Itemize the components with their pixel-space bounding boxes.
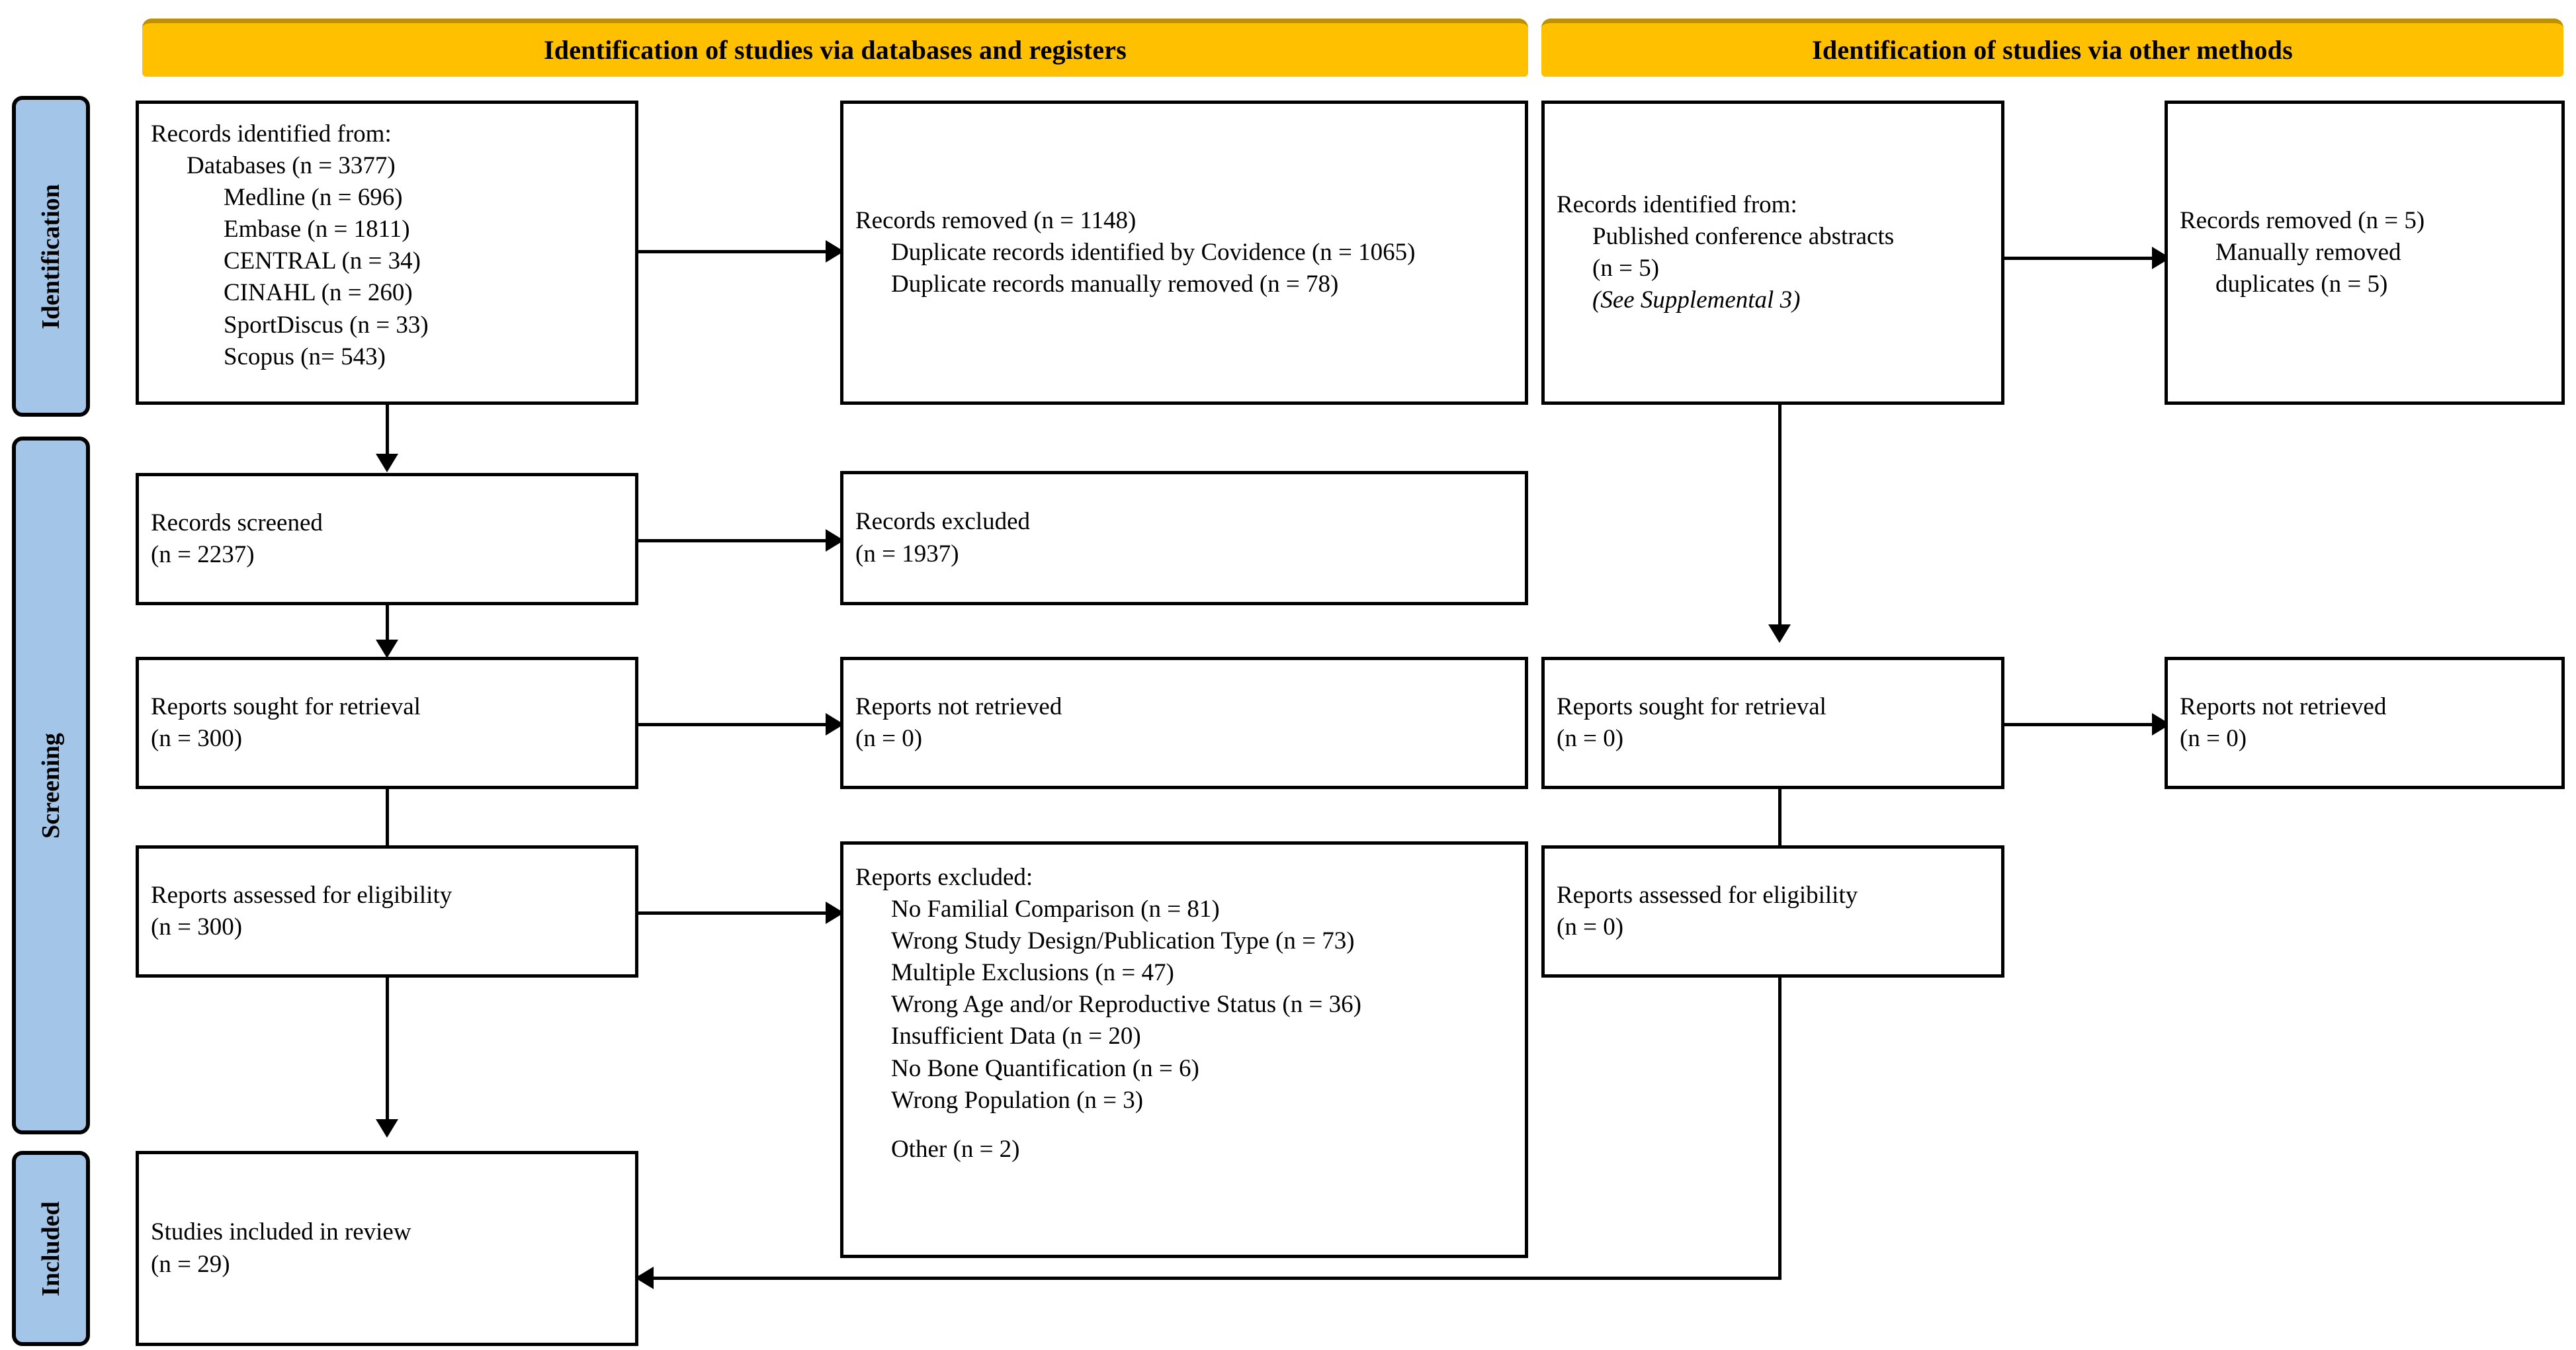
connector-assessed-to-reports-excluded <box>638 911 837 915</box>
records-excluded-title: Records excluded <box>855 508 1031 536</box>
connector-other-assessed-left <box>652 1277 1782 1280</box>
connector-identified-to-removed <box>638 250 837 253</box>
records-identified-source: Embase (n = 1811) <box>224 216 410 243</box>
connector-identified-to-screened <box>386 405 389 459</box>
reports-excluded-title: Reports excluded: <box>855 864 1033 891</box>
banner-databases-and-registers: Identification of studies via databases … <box>142 19 1528 77</box>
connector-other-sought-to-not-retrieved <box>2004 723 2163 726</box>
banner-databases-label: Identification of studies via databases … <box>543 35 1127 65</box>
arrowhead-screened-to-sought <box>376 640 398 658</box>
box-reports-sought: Reports sought for retrieval (n = 300) <box>136 657 638 789</box>
records-screened-title: Records screened <box>151 509 323 536</box>
reports-not-retrieved-count: (n = 0) <box>855 725 923 752</box>
records-identified-source: Scopus (n= 543) <box>224 343 386 370</box>
reports-excluded-reason: Multiple Exclusions (n = 47) <box>891 959 1174 987</box>
reports-excluded-reason: Wrong Population (n = 3) <box>891 1086 1144 1114</box>
box-reports-not-retrieved: Reports not retrieved (n = 0) <box>840 657 1528 789</box>
other-records-identified-note: (See Supplemental 3) <box>1592 286 1801 314</box>
box-records-excluded: Records excluded (n = 1937) <box>840 471 1528 605</box>
records-identified-source: Medline (n = 696) <box>224 184 403 212</box>
other-reports-assessed-count: (n = 0) <box>1557 913 1624 941</box>
box-records-identified: Records identified from: Databases (n = … <box>136 101 638 405</box>
stage-label-included: Included <box>12 1151 90 1346</box>
connector-assessed-to-included <box>386 978 389 1124</box>
records-excluded-count: (n = 1937) <box>855 540 959 568</box>
other-records-removed-title: Records removed (n = 5) <box>2180 206 2425 234</box>
studies-included-count: (n = 29) <box>151 1250 230 1278</box>
arrowhead-other-identified-to-sought <box>1768 624 1791 643</box>
stage-label-identification: Identification <box>12 96 90 417</box>
studies-included-title: Studies included in review <box>151 1218 411 1246</box>
records-removed-item: Duplicate records manually removed (n = … <box>891 271 1339 298</box>
records-identified-title: Records identified from: <box>151 120 392 148</box>
connector-other-sought-to-assessed <box>1778 789 1782 851</box>
reports-sought-count: (n = 300) <box>151 725 243 752</box>
reports-assessed-title: Reports assessed for eligibility <box>151 881 452 909</box>
other-reports-not-retrieved-count: (n = 0) <box>2180 725 2247 752</box>
box-other-reports-assessed: Reports assessed for eligibility (n = 0) <box>1541 845 2004 978</box>
records-identified-source: SportDiscus (n = 33) <box>224 311 429 339</box>
box-records-removed: Records removed (n = 1148) Duplicate rec… <box>840 101 1528 405</box>
box-studies-included: Studies included in review (n = 29) <box>136 1151 638 1346</box>
reports-assessed-count: (n = 300) <box>151 913 243 941</box>
banner-other-methods-label: Identification of studies via other meth… <box>1812 35 2293 65</box>
arrowhead-identified-to-screened <box>376 454 398 472</box>
connector-screened-to-excluded <box>638 539 837 542</box>
reports-not-retrieved-title: Reports not retrieved <box>855 693 1062 720</box>
records-removed-item: Duplicate records identified by Covidenc… <box>891 238 1416 266</box>
connector-sought-to-assessed <box>386 789 389 851</box>
records-identified-databases: Databases (n = 3377) <box>187 152 396 180</box>
box-records-screened: Records screened (n = 2237) <box>136 473 638 605</box>
arrowhead-assessed-to-included <box>376 1119 398 1138</box>
reports-excluded-reason: No Familial Comparison (n = 81) <box>891 896 1220 923</box>
records-screened-count: (n = 2237) <box>151 541 255 568</box>
other-records-removed-detail: duplicates (n = 5) <box>2215 271 2388 298</box>
other-reports-assessed-title: Reports assessed for eligibility <box>1557 881 1858 909</box>
box-reports-assessed: Reports assessed for eligibility (n = 30… <box>136 845 638 978</box>
box-other-records-removed: Records removed (n = 5) Manually removed… <box>2165 101 2565 405</box>
connector-sought-to-not-retrieved <box>638 723 837 726</box>
arrowhead-other-assessed-to-included <box>635 1267 654 1289</box>
stage-label-screening: Screening <box>12 437 90 1134</box>
reports-sought-title: Reports sought for retrieval <box>151 693 421 720</box>
connector-screened-to-sought <box>386 605 389 644</box>
box-other-reports-sought: Reports sought for retrieval (n = 0) <box>1541 657 2004 789</box>
connector-other-assessed-down <box>1778 978 1782 1280</box>
box-other-reports-not-retrieved: Reports not retrieved (n = 0) <box>2165 657 2565 789</box>
stage-label-screening-text: Screening <box>37 732 65 839</box>
other-reports-sought-count: (n = 0) <box>1557 725 1624 752</box>
reports-excluded-reason: Wrong Age and/or Reproductive Status (n … <box>891 991 1361 1019</box>
reports-excluded-other: Other (n = 2) <box>891 1135 1020 1163</box>
banner-other-methods: Identification of studies via other meth… <box>1541 19 2563 77</box>
other-records-identified-title: Records identified from: <box>1557 190 1797 218</box>
stage-label-identification-text: Identification <box>37 183 65 329</box>
connector-other-identified-to-sought <box>1778 405 1782 630</box>
connector-other-identified-to-removed <box>2004 257 2163 260</box>
other-reports-not-retrieved-title: Reports not retrieved <box>2180 693 2387 720</box>
reports-excluded-reason: Insufficient Data (n = 20) <box>891 1023 1141 1050</box>
other-records-removed-detail: Manually removed <box>2215 238 2401 266</box>
records-identified-source: CENTRAL (n = 34) <box>224 247 421 275</box>
other-records-identified-count: (n = 5) <box>1592 255 1660 282</box>
records-removed-title: Records removed (n = 1148) <box>855 206 1137 234</box>
other-reports-sought-title: Reports sought for retrieval <box>1557 693 1826 720</box>
stage-label-included-text: Included <box>37 1201 65 1296</box>
reports-excluded-reason: Wrong Study Design/Publication Type (n =… <box>891 927 1355 955</box>
box-other-records-identified: Records identified from: Published confe… <box>1541 101 2004 405</box>
reports-excluded-reason: No Bone Quantification (n = 6) <box>891 1054 1199 1082</box>
other-records-identified-source: Published conference abstracts <box>1592 222 1895 250</box>
records-identified-source: CINAHL (n = 260) <box>224 279 413 307</box>
box-reports-excluded: Reports excluded: No Familial Comparison… <box>840 841 1528 1258</box>
